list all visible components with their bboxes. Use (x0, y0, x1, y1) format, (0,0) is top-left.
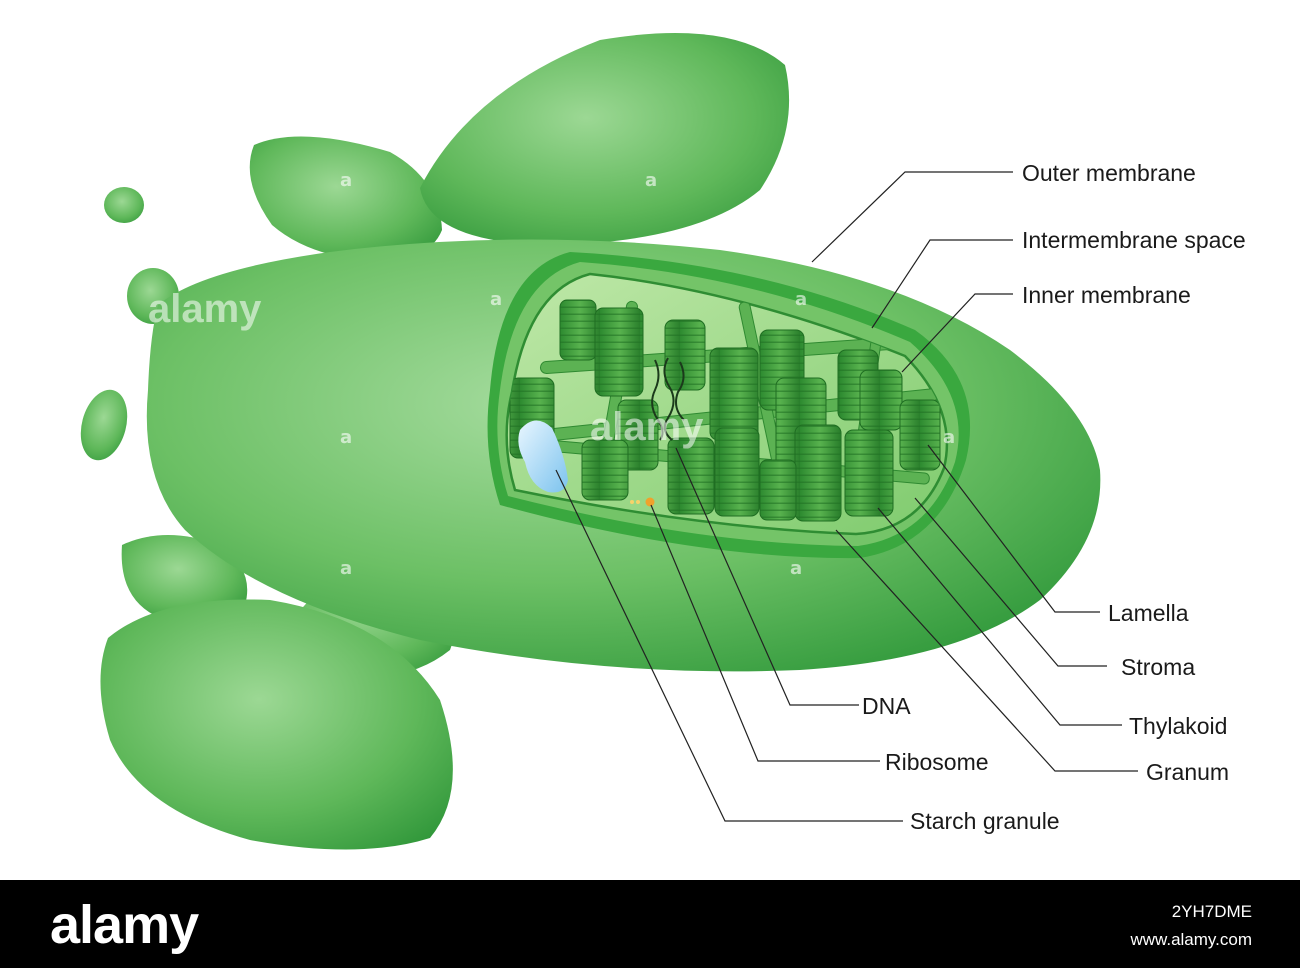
alamy-logo: alamy (50, 895, 199, 955)
svg-text:a: a (943, 170, 955, 191)
label-outer-membrane: Outer membrane (1022, 160, 1196, 186)
svg-text:a: a (645, 170, 657, 191)
svg-text:a: a (943, 427, 955, 448)
svg-text:a: a (795, 289, 807, 310)
diagram-labels: Outer membrane Intermembrane space Inner… (862, 160, 1246, 834)
ribosome-dot (645, 497, 655, 507)
svg-text:a: a (790, 558, 802, 579)
label-starch-granule: Starch granule (910, 808, 1060, 834)
dna-strands (651, 357, 685, 441)
svg-text:a: a (340, 427, 352, 448)
label-granum: Granum (1146, 759, 1229, 785)
label-dna: DNA (862, 693, 911, 719)
svg-text:alamy: alamy (148, 287, 262, 331)
label-ribosome: Ribosome (885, 749, 989, 775)
label-inner-membrane: Inner membrane (1022, 282, 1191, 308)
watermark-footer: alamy 2YH7DME www.alamy.com (0, 880, 1300, 968)
leader-lines (555, 171, 1138, 822)
svg-text:a: a (340, 558, 352, 579)
svg-text:a: a (340, 170, 352, 191)
footer-url: www.alamy.com (1130, 930, 1252, 949)
stroma-contents (509, 299, 941, 522)
watermark: alamy alamy a a a a a a a a a (148, 170, 955, 579)
chloroplast-diagram: alamy alamy a a a a a a a a a Ou (80, 32, 1246, 850)
label-thylakoid: Thylakoid (1129, 713, 1227, 739)
starch-granule-shape (518, 420, 568, 493)
svg-text:alamy: alamy (590, 405, 704, 449)
label-lamella: Lamella (1108, 600, 1189, 626)
image-id: 2YH7DME (1171, 902, 1252, 921)
label-stroma: Stroma (1121, 654, 1195, 680)
svg-text:a: a (490, 289, 502, 310)
label-intermembrane-space: Intermembrane space (1022, 227, 1246, 253)
